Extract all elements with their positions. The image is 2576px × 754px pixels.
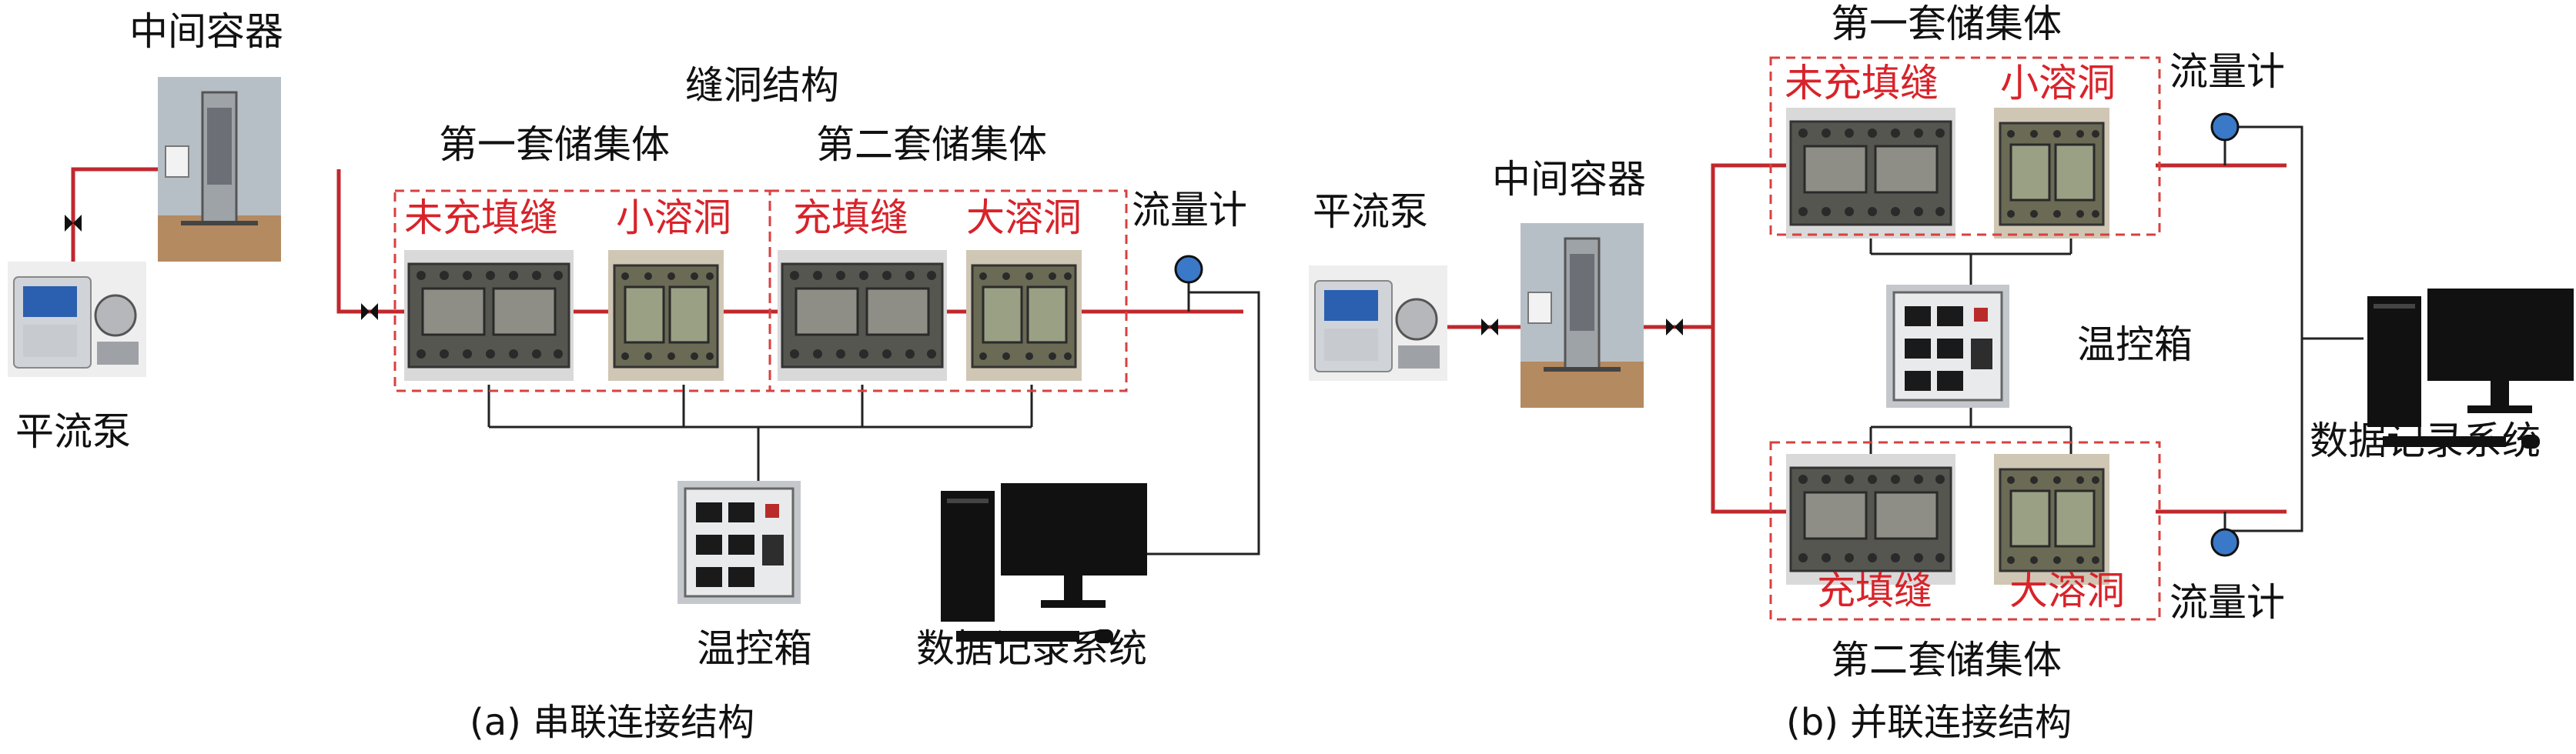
- flowmeter-bottom-label: 流量计: [2170, 580, 2285, 625]
- unfilled-fracture-label: 未充填缝: [404, 195, 558, 240]
- caption-b: (b) 并联连接结构: [1786, 701, 2072, 744]
- large-cave-label: 大溶洞: [966, 195, 1082, 240]
- intermediate-container-photo: [158, 77, 281, 262]
- set2-box: [1769, 441, 2161, 621]
- unfilled-fracture-holder-photo: [403, 249, 575, 382]
- data-system-label: 数据记录系统: [2310, 419, 2541, 463]
- small-cave-holder-photo: [1992, 106, 2111, 240]
- small-cave-label: 小溶洞: [2000, 61, 2116, 105]
- flowmeter-icon: [2210, 112, 2240, 165]
- wires-b: [1869, 125, 2364, 532]
- panel-b: 平流泵 中间容器 第一套储集体 未充填缝 小溶洞 流量计 温控箱 数据记录系统 …: [1307, 2, 2574, 744]
- set1-label: 第一套储集体: [1831, 2, 2062, 46]
- intermediate-container-photo: [1521, 223, 1644, 408]
- pump-photo: [6, 260, 148, 379]
- temp-box-label: 温控箱: [2077, 322, 2193, 367]
- set1-label: 第一套储集体: [439, 122, 670, 167]
- set2-label: 第二套储集体: [1831, 638, 2062, 682]
- small-cave-label: 小溶洞: [616, 195, 731, 240]
- filled-fracture-holder-photo: [1785, 452, 1957, 586]
- computer-icon: [941, 483, 1147, 643]
- temp-control-box-photo: [676, 479, 802, 606]
- unfilled-fracture-holder-photo: [1785, 106, 1957, 240]
- pump-label: 平流泵: [15, 409, 131, 454]
- intermediate-container-label: 中间容器: [129, 9, 283, 54]
- intermediate-container-label: 中间容器: [1492, 157, 1646, 202]
- pump-label: 平流泵: [1313, 189, 1428, 234]
- valve-icon[interactable]: [361, 303, 378, 320]
- filled-fracture-label: 充填缝: [1817, 569, 1932, 613]
- set1-box: [1769, 56, 2161, 236]
- set1-box: [393, 189, 771, 392]
- flowmeter-label: 流量计: [1132, 188, 1247, 232]
- large-cave-label: 大溶洞: [2009, 569, 2125, 613]
- caption-a: (a) 串联连接结构: [470, 701, 754, 744]
- flowmeter-top-label: 流量计: [2170, 49, 2285, 94]
- large-cave-holder-photo: [965, 249, 1083, 382]
- small-cave-holder-photo: [607, 249, 725, 382]
- filled-fracture-holder-photo: [776, 249, 948, 382]
- large-cave-holder-photo: [1992, 452, 2111, 586]
- flowmeter-icon: [2210, 512, 2240, 557]
- data-system-label: 数据记录系统: [916, 626, 1147, 671]
- set2-label: 第二套储集体: [816, 122, 1047, 167]
- set2-box: [768, 189, 1128, 392]
- filled-fracture-label: 充填缝: [793, 195, 908, 240]
- temp-box-label: 温控箱: [697, 626, 812, 671]
- temp-control-box-photo: [1885, 283, 2011, 409]
- valve-icon[interactable]: [1481, 319, 1498, 335]
- unfilled-fracture-label: 未充填缝: [1785, 61, 1939, 105]
- panel-a: 中间容器 平流泵 缝洞结构 第一套储集体 第二套储集体 未充填缝 小溶洞 充填缝…: [6, 9, 1260, 744]
- valve-icon[interactable]: [1666, 319, 1683, 335]
- pump-photo: [1307, 264, 1449, 382]
- structure-label: 缝洞结构: [685, 63, 839, 108]
- flowmeter-icon: [1174, 255, 1203, 312]
